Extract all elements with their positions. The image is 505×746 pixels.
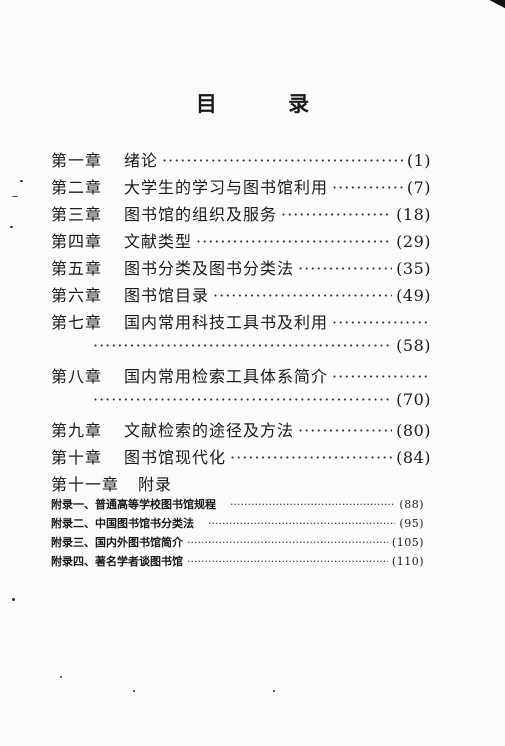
chapter-title: 图书馆目录 — [124, 286, 210, 305]
page-number: (49) — [396, 286, 431, 305]
page-number: (18) — [396, 205, 431, 224]
appendix-entry-2: 附录二、中国图书馆书分类法 ··························… — [51, 515, 424, 534]
dot-leader: ········································… — [230, 498, 395, 511]
dot-leader: ········································… — [281, 205, 392, 224]
chapter-title: 国内常用检索工具体系简介 — [124, 367, 329, 386]
scan-speck — [133, 690, 135, 692]
scan-speck — [12, 598, 15, 601]
toc-entry-3: 第三章 图书馆的组织及服务 ··························… — [51, 201, 431, 228]
page-number: (1) — [406, 151, 431, 170]
chapter-title: 图书馆现代化 — [124, 448, 227, 467]
appendix-title: 附录三、国内外图书馆简介 — [51, 536, 183, 549]
chapter-number: 第五章 — [51, 259, 103, 278]
chapter-title: 图书分类及图书分类法 — [124, 259, 295, 278]
chapter-number: 第三章 — [51, 205, 103, 224]
dot-leader: ········································… — [187, 536, 388, 549]
dot-leader: ········································… — [213, 286, 392, 305]
dot-leader: ········································… — [332, 178, 403, 197]
scan-speck — [10, 226, 13, 228]
toc-entry-1: 第一章 绪论 ·································… — [51, 147, 431, 174]
chapter-number: 第一章 — [51, 151, 103, 170]
chapter-number: 第六章 — [51, 286, 103, 305]
dot-leader: ········································… — [93, 336, 392, 355]
dot-leader: ········································… — [93, 390, 392, 409]
dot-leader: ········································… — [332, 313, 427, 332]
scan-speck — [273, 690, 275, 692]
scan-speck — [60, 676, 62, 678]
table-of-contents: 第一章 绪论 ·································… — [51, 147, 431, 572]
dot-leader: ········································… — [298, 421, 393, 440]
chapter-title: 附录 — [138, 475, 173, 494]
chapter-title: 大学生的学习与图书馆利用 — [124, 178, 329, 197]
scan-corner-mark — [484, 0, 505, 10]
appendix-title: 附录二、中国图书馆书分类法 — [51, 517, 194, 530]
chapter-number: 第七章 — [51, 313, 103, 332]
dot-leader: ········································… — [298, 259, 393, 278]
page-number: (84) — [396, 448, 431, 467]
chapter-number: 第十一章 — [51, 475, 120, 494]
page-number: (29) — [396, 232, 431, 251]
dot-leader: ········································… — [208, 517, 395, 530]
toc-entry-4: 第四章 文献类型 ·······························… — [51, 228, 431, 255]
page-title: 目 录 — [195, 92, 342, 116]
page-number: (58) — [396, 336, 431, 355]
toc-entry-6: 第六章 图书馆目录 ······························… — [51, 282, 431, 309]
appendix-entry-1: 附录一、普通高等学校图书馆规程 ························… — [51, 496, 424, 515]
page-number: (7) — [406, 178, 431, 197]
page-number: (80) — [396, 421, 431, 440]
page-number: (105) — [391, 536, 424, 549]
chapter-title: 绪论 — [124, 151, 159, 170]
scan-speck — [20, 180, 23, 182]
appendix-title: 附录一、普通高等学校图书馆规程 — [51, 498, 216, 511]
chapter-title: 文献类型 — [124, 232, 193, 251]
toc-entry-7: 第七章 国内常用科技工具书及利用 ·······················… — [51, 309, 431, 336]
chapter-number: 第九章 — [51, 421, 103, 440]
toc-entry-9: 第九章 文献检索的途径及方法 ·························… — [51, 417, 431, 444]
toc-entry-8-continuation: ········································… — [51, 390, 431, 417]
toc-appendix-heading: 第十一章 附录 — [51, 471, 431, 496]
page-number: (95) — [399, 517, 424, 530]
appendix-title: 附录四、著名学者谈图书馆 — [51, 555, 183, 568]
chapter-title: 国内常用科技工具书及利用 — [124, 313, 329, 332]
dot-leader: ········································… — [162, 151, 403, 170]
toc-entry-10: 第十章 图书馆现代化 ·····························… — [51, 444, 431, 471]
chapter-number: 第四章 — [51, 232, 103, 251]
chapter-title: 图书馆的组织及服务 — [124, 205, 278, 224]
toc-entry-8: 第八章 国内常用检索工具体系简介 ·······················… — [51, 363, 431, 390]
dot-leader: ········································… — [187, 555, 388, 568]
dot-leader: ········································… — [230, 448, 392, 467]
page-number: (110) — [391, 555, 424, 568]
chapter-number: 第二章 — [51, 178, 103, 197]
scan-speck — [12, 196, 18, 197]
page-number: (70) — [396, 390, 431, 409]
toc-entry-2: 第二章 大学生的学习与图书馆利用 ·······················… — [51, 174, 431, 201]
chapter-title: 文献检索的途径及方法 — [124, 421, 295, 440]
page-number: (35) — [396, 259, 431, 278]
toc-entry-7-continuation: ········································… — [51, 336, 431, 363]
appendix-entry-4: 附录四、著名学者谈图书馆 ···························… — [51, 553, 424, 572]
chapter-number: 第十章 — [51, 448, 103, 467]
page-number: (88) — [399, 498, 424, 511]
dot-leader: ········································… — [332, 367, 427, 386]
chapter-number: 第八章 — [51, 367, 103, 386]
dot-leader: ········································… — [196, 232, 393, 251]
appendix-entry-3: 附录三、国内外图书馆简介 ···························… — [51, 534, 424, 553]
toc-entry-5: 第五章 图书分类及图书分类法 ·························… — [51, 255, 431, 282]
